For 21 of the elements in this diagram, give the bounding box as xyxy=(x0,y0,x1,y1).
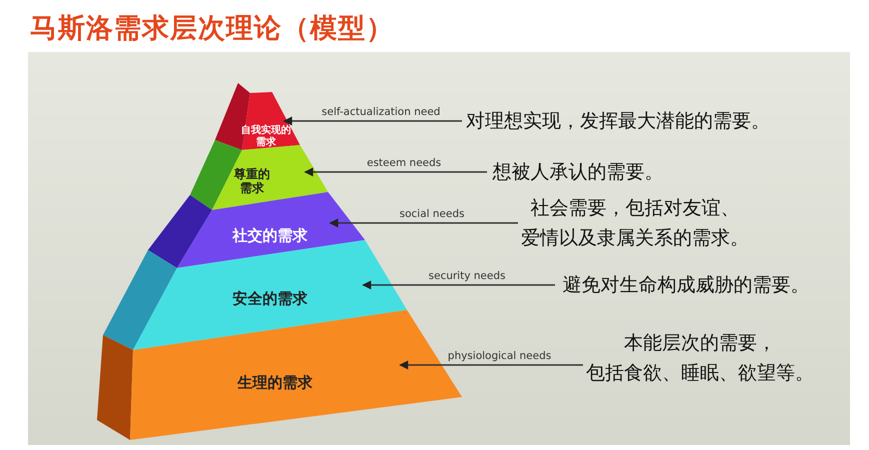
tier-label: 社交的需求 xyxy=(231,228,308,244)
arrow xyxy=(362,280,555,290)
edge-label: security needs xyxy=(428,270,506,283)
edge-label: physiological needs xyxy=(448,350,552,363)
description-text: 避免对生命构成威胁的需要。 xyxy=(555,270,817,300)
arrow xyxy=(304,168,487,176)
tier-label: 尊重的需求 xyxy=(233,167,271,195)
arrow xyxy=(399,360,583,370)
description-text: 想被人承认的需要。 xyxy=(487,157,669,187)
description-text: 对理想实现，发挥最大潜能的需要。 xyxy=(462,106,774,136)
edge-label: social needs xyxy=(400,208,464,221)
tier-label: 生理的需求 xyxy=(236,374,314,392)
description-text: 本能层次的需要，包括食欲、睡眠、欲望等。 xyxy=(583,328,817,388)
arrow xyxy=(329,218,518,228)
tier-label: 自我实现的需求 xyxy=(240,125,292,149)
title: 马斯洛需求层次理论（模型） xyxy=(30,12,394,46)
edge-label: self-actualization need xyxy=(322,106,440,119)
edge-label: esteem needs xyxy=(366,157,442,170)
arrow xyxy=(283,116,462,126)
description-text: 社会需要，包括对友谊、爱情以及隶属关系的需求。 xyxy=(518,193,752,253)
tier-label: 安全的需求 xyxy=(232,290,308,308)
